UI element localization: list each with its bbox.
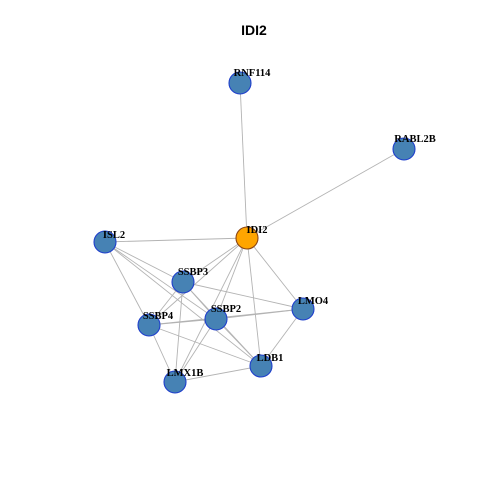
node-ssbp4[interactable]: SSBP4 [137,311,174,337]
node-label-lmo4: LMO4 [298,296,329,307]
edge-isl2-ssbp4 [104,241,150,326]
node-lmx1b[interactable]: LMX1B [163,368,204,394]
edge-idi2-lmo4 [246,237,304,310]
node-label-rabl2b: RABL2B [394,134,435,145]
node-label-idi2: IDI2 [246,225,267,236]
graph-title: IDI2 [241,22,267,38]
edge-ssbp2-lmx1b [174,318,217,383]
edge-ldb1-lmx1b [174,365,262,383]
edge-isl2-ssbp3 [104,241,184,283]
edge-idi2-ssbp4 [148,237,248,326]
node-label-ldb1: LDB1 [257,353,284,364]
node-label-ssbp4: SSBP4 [143,311,174,322]
node-isl2[interactable]: ISL2 [93,230,125,254]
node-circle-lmo4[interactable] [291,297,315,321]
edge-ssbp3-lmo4 [182,281,304,310]
edge-idi2-ssbp3 [182,237,248,283]
edge-ssbp3-lmx1b [174,281,184,383]
node-circle-rnf114[interactable] [228,71,252,95]
edge-idi2-rabl2b [246,148,405,239]
node-rabl2b[interactable]: RABL2B [392,134,436,161]
node-rnf114[interactable]: RNF114 [228,68,272,95]
edge-isl2-ldb1 [104,241,262,367]
node-idi2[interactable]: IDI2 [235,225,268,250]
node-label-ssbp2: SSBP2 [211,304,241,315]
node-circle-ssbp4[interactable] [137,313,161,337]
edge-ssbp2-lmo4 [215,308,304,320]
node-circle-idi2[interactable] [235,226,259,250]
node-ldb1[interactable]: LDB1 [249,353,284,378]
node-circle-ssbp2[interactable] [204,307,228,331]
node-label-lmx1b: LMX1B [167,368,204,379]
node-circle-rabl2b[interactable] [392,137,416,161]
edge-ssbp4-ldb1 [148,324,262,367]
edge-idi2-isl2 [104,237,248,243]
node-lmo4[interactable]: LMO4 [291,296,329,321]
edge-lmo4-ldb1 [260,308,304,367]
edge-idi2-ssbp2 [215,237,248,320]
node-circle-lmx1b[interactable] [163,370,187,394]
node-circle-ssbp3[interactable] [171,270,195,294]
node-circle-isl2[interactable] [93,230,117,254]
node-label-rnf114: RNF114 [234,68,272,79]
node-circle-ldb1[interactable] [249,354,273,378]
node-label-isl2: ISL2 [103,230,125,241]
node-label-ssbp3: SSBP3 [178,267,208,278]
edge-idi2-rnf114 [239,82,248,239]
node-ssbp2[interactable]: SSBP2 [204,304,241,331]
edge-idi2-ldb1 [246,237,262,367]
edge-isl2-ssbp2 [104,241,217,320]
node-ssbp3[interactable]: SSBP3 [171,267,208,294]
